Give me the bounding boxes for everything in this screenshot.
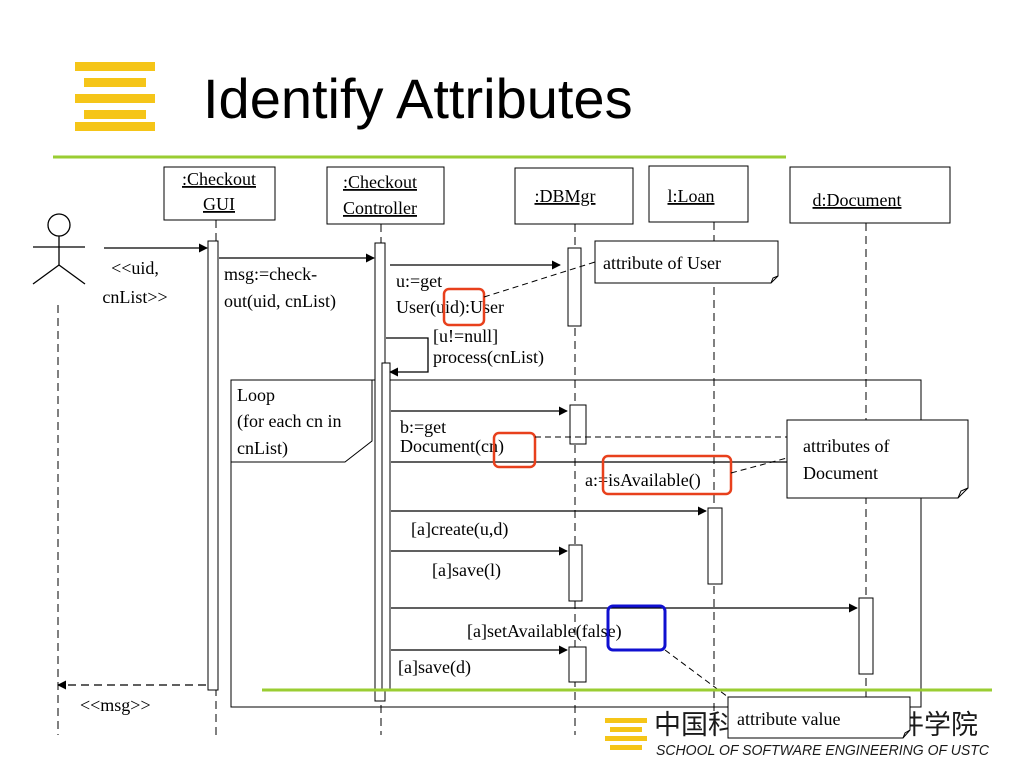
msg-label-process: process(cnList) — [433, 347, 544, 368]
activation-dbmgr-2 — [569, 404, 587, 445]
msg-label-set-available: [a]setAvailable(false) — [467, 621, 622, 642]
object-loan: l:Loan — [648, 165, 749, 223]
highlight-is-available — [601, 454, 733, 496]
activation-bars — [207, 240, 874, 702]
note-attributes-of-document: attributes of Document — [786, 419, 969, 499]
msg-process-self — [386, 337, 429, 377]
svg-text::Checkout: :Checkout — [182, 169, 256, 189]
msg-label-create: [a]create(u,d) — [411, 519, 508, 540]
slide-title: Identify Attributes — [203, 67, 633, 130]
svg-text:Document: Document — [803, 463, 878, 483]
highlight-cn — [492, 431, 537, 469]
msg-label-checkout: out(uid, cnList) — [224, 291, 336, 312]
highlight-uid — [442, 287, 486, 327]
activation-dbmgr-4 — [568, 646, 587, 683]
activation-gui — [207, 240, 219, 691]
svg-text:attribute value: attribute value — [737, 709, 840, 729]
msg-label-save-loan: [a]save(l) — [432, 560, 501, 581]
loop-label: Loop — [237, 385, 275, 405]
msg-label-get-document: Document(cn) — [400, 436, 504, 457]
note-attribute-of-user: attribute of User — [594, 240, 779, 284]
activation-controller-nested — [381, 362, 391, 691]
activation-dbmgr-1 — [567, 247, 582, 327]
loop-condition: cnList) — [237, 438, 288, 459]
msg-label-get-user: u:=get — [396, 271, 442, 291]
svg-text:attribute of User: attribute of User — [603, 253, 721, 273]
svg-text:l:Loan: l:Loan — [668, 186, 715, 206]
svg-text::DBMgr: :DBMgr — [534, 186, 595, 206]
object-dbmgr: :DBMgr — [514, 167, 634, 225]
svg-text:Controller: Controller — [343, 198, 417, 218]
msg-label-get-user: User(uid):User — [396, 297, 504, 318]
msg-label-process: [u!=null] — [433, 326, 498, 346]
msg-label-is-available: a:=isAvailable() — [585, 470, 701, 491]
loop-condition: (for each cn in — [237, 411, 341, 432]
msg-label-checkout: msg:=check- — [224, 264, 317, 284]
activation-document — [858, 597, 874, 675]
msg-label-actor-in: cnList>> — [102, 287, 167, 307]
svg-text::Checkout: :Checkout — [343, 172, 417, 192]
svg-text:GUI: GUI — [203, 194, 235, 214]
svg-text:attributes of: attributes of — [803, 436, 889, 456]
msg-label-get-document: b:=get — [400, 417, 446, 437]
activation-dbmgr-3 — [568, 544, 583, 602]
highlight-false — [606, 604, 667, 652]
msg-label-save-doc: [a]save(d) — [398, 657, 471, 678]
object-checkout-gui: :Checkout GUI — [163, 166, 276, 221]
note-connector-doc — [730, 457, 788, 474]
loop-frame: Loop (for each cn in cnList) — [230, 379, 922, 708]
object-document: d:Document — [789, 166, 951, 224]
msg-label-actor-in: <<uid, — [111, 258, 159, 278]
school-name-en: SCHOOL OF SOFTWARE ENGINEERING OF USTC — [656, 742, 989, 759]
actor-icon — [32, 213, 86, 285]
note-attribute-value: attribute value — [727, 696, 911, 739]
footer-logo-icon — [605, 718, 647, 750]
ustc-logo-icon — [75, 62, 155, 131]
msg-label-return: <<msg>> — [80, 695, 151, 715]
svg-text:d:Document: d:Document — [813, 190, 902, 210]
activation-loan — [707, 507, 723, 585]
object-checkout-controller: :Checkout Controller — [326, 166, 445, 225]
